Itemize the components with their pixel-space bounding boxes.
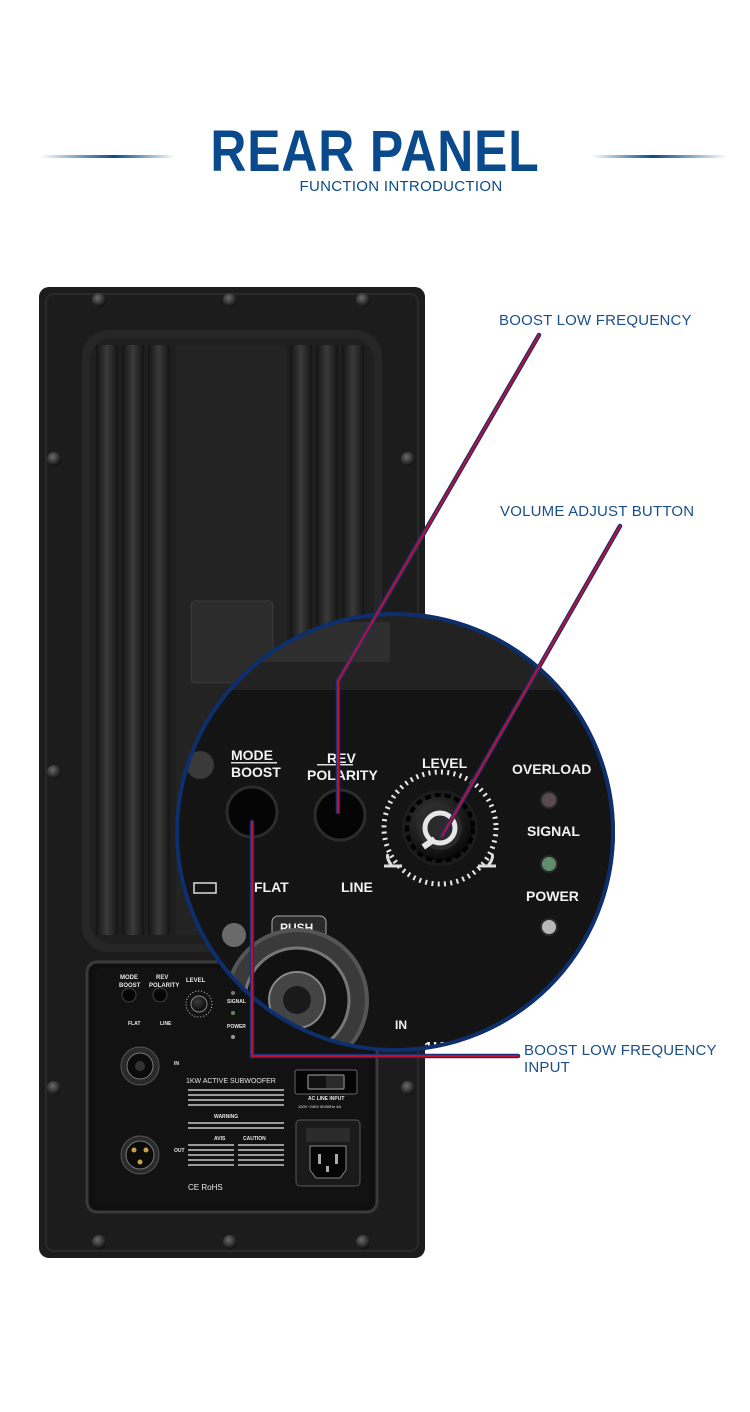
- mini-rev-label: REV: [156, 975, 168, 981]
- signal-led: [540, 855, 558, 873]
- header-rule-left: [40, 155, 175, 158]
- callout-boost-low-frequency-input: BOOST LOW FREQUENCY INPUT: [524, 1042, 717, 1076]
- led-icon: [231, 1035, 235, 1039]
- xlr-male-connector-icon[interactable]: [120, 1135, 160, 1175]
- screw-icon: [186, 751, 214, 779]
- mini-in-label: IN: [174, 1061, 179, 1067]
- polarity-label: POLARITY: [307, 767, 378, 783]
- iec-power-socket-icon[interactable]: [295, 1119, 361, 1187]
- mini-boost-label: BOOST: [119, 983, 141, 989]
- leader-lines: [249, 332, 623, 1059]
- mini-mode-label: MODE: [120, 975, 138, 981]
- flat-label: FLAT: [254, 879, 289, 895]
- mode-label: MODE: [231, 747, 273, 763]
- overload-led: [540, 791, 558, 809]
- screw-icon: [222, 923, 246, 947]
- mini-ac-input-label: AC LINE INPUT: [308, 1096, 344, 1102]
- mini-warning-label: WARNING: [214, 1114, 238, 1120]
- overload-label: OVERLOAD: [512, 761, 591, 777]
- mini-power-label: POWER: [227, 1024, 246, 1030]
- mini-line-label: LINE: [160, 1021, 172, 1027]
- mini-product-name: 1KW ACTIVE SUBWOOFER: [186, 1078, 276, 1085]
- callout-volume-adjust-button: VOLUME ADJUST BUTTON: [500, 503, 695, 520]
- mini-polarity-label: POLARITY: [149, 983, 179, 989]
- screw-icon: [47, 293, 415, 1249]
- certification-marks: CE RoHS: [188, 1183, 223, 1192]
- callout-boost-low-frequency: BOOST LOW FREQUENCY: [499, 312, 692, 329]
- page-subtitle: FUNCTION INTRODUCTION: [299, 178, 503, 195]
- header-rule-right: [592, 155, 727, 158]
- in-label: IN: [395, 1018, 407, 1032]
- mini-out-label: OUT: [174, 1148, 185, 1154]
- power-label: POWER: [526, 888, 579, 904]
- line-label: LINE: [341, 879, 373, 895]
- mini-polarity-switch[interactable]: [152, 987, 168, 1003]
- signal-label: SIGNAL: [527, 823, 580, 839]
- led-icon: [231, 1011, 235, 1015]
- page-title: REAR PANEL: [210, 119, 540, 184]
- mini-avis-label: AVIS: [214, 1136, 226, 1142]
- level-knob-icon[interactable]: [190, 995, 208, 1013]
- mini-boost-switch[interactable]: [121, 987, 137, 1003]
- callout-input-line2: INPUT: [524, 1059, 570, 1076]
- led-icon: [231, 991, 235, 995]
- power-led: [540, 918, 558, 936]
- mini-level-knob-scale: [185, 990, 213, 1018]
- power-switch-icon[interactable]: [294, 1069, 358, 1095]
- mini-signal-label: SIGNAL: [227, 999, 246, 1005]
- callout-input-line1: BOOST LOW FREQUENCY: [524, 1042, 717, 1059]
- level-label: LEVEL: [422, 755, 468, 771]
- mini-flat-label: FLAT: [128, 1021, 140, 1027]
- xlr-combo-jack-icon[interactable]: [120, 1046, 160, 1086]
- mini-ac-spec-label: 100V~240V 50/60Hz 4A: [298, 1104, 341, 1109]
- magnifier-ring: [175, 612, 615, 1052]
- boost-label: BOOST: [231, 764, 281, 780]
- component-cover: [190, 600, 274, 684]
- rev-label: REV: [327, 750, 356, 766]
- warning-text-block: [188, 1089, 284, 1166]
- mini-caution-label: CAUTION: [243, 1136, 266, 1142]
- mini-level-label: LEVEL: [186, 978, 206, 984]
